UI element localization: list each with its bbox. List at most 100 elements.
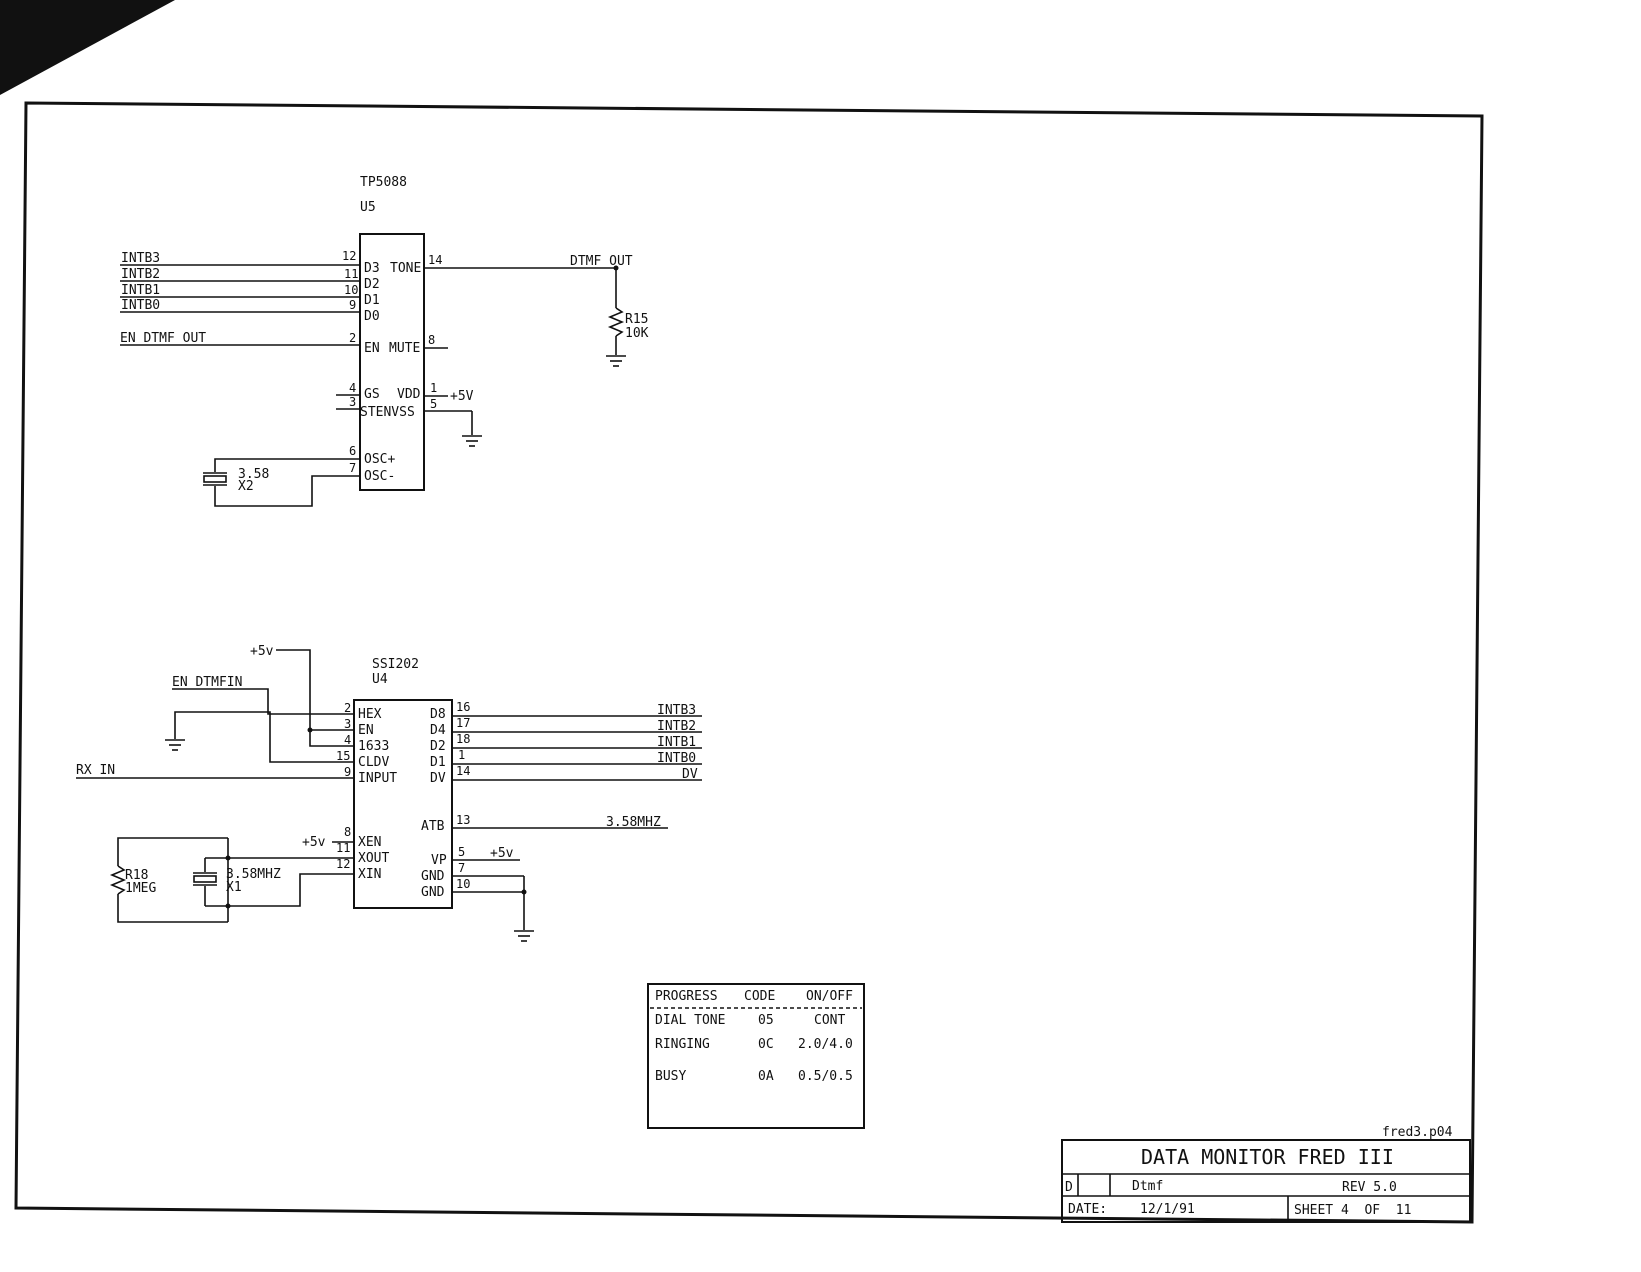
- r18-ref: R18: [125, 868, 148, 883]
- x1-value: 3.58MHZ: [226, 867, 281, 882]
- title-block-date: 12/1/91: [1140, 1202, 1195, 1217]
- u4-label-dv: DV: [430, 771, 446, 786]
- u4-label-xout: XOUT: [358, 851, 389, 866]
- progress-header-progress: PROGRESS: [655, 989, 718, 1004]
- u5-label-d2: D2: [364, 277, 380, 292]
- u4-label-cldv: CLDV: [358, 755, 389, 770]
- u5-label-vdd: VDD: [397, 387, 421, 402]
- u5-label-mute: MUTE: [389, 341, 420, 356]
- title-block-rev: REV 5.0: [1342, 1180, 1397, 1195]
- u5-pin3-num: 3: [349, 395, 356, 409]
- u4-part-label: SSI202: [372, 657, 419, 672]
- progress-row3-code: 0A: [758, 1069, 774, 1084]
- x1-ref: X1: [226, 880, 242, 895]
- u4-body: [353, 699, 453, 909]
- u4-label-d4: D4: [430, 723, 446, 738]
- ground-symbol-u5-vss: [462, 411, 482, 447]
- progress-row1-name: DIAL TONE: [655, 1013, 725, 1028]
- u5-label-oscm: OSC-: [364, 469, 395, 484]
- net-label-intb3-bottom: INTB3: [657, 703, 696, 718]
- u4-pin1-num: 1: [458, 748, 465, 762]
- u5-pin1-num: 1: [430, 381, 437, 395]
- net-label-intb2-top: INTB2: [121, 267, 160, 282]
- u5-pin6-num: 6: [349, 444, 356, 458]
- u4-pin4-num: 4: [344, 733, 351, 747]
- u4-label-atb: ATB: [421, 819, 445, 834]
- u4-pin13-num: 13: [456, 813, 470, 827]
- u5-pin9-num: 9: [349, 298, 356, 312]
- net-label-intb0-top: INTB0: [121, 298, 160, 313]
- u5-label-stenvss: STENVSS: [360, 405, 415, 420]
- title-block-sheet-name: Dtmf: [1132, 1179, 1163, 1194]
- drawing-frame: [14, 101, 1484, 1224]
- u4-label-xin: XIN: [358, 867, 381, 882]
- r15-resistor: [607, 265, 625, 355]
- x1-crystal: [193, 857, 228, 907]
- u4-pin16-num: 16: [456, 700, 470, 714]
- u4-pin5-num: 5: [458, 845, 465, 859]
- progress-row3-onoff: 0.5/0.5: [798, 1069, 853, 1084]
- ground-symbol-u4-left: [165, 739, 185, 751]
- title-block: DATA MONITOR FRED III D Dtmf REV 5.0 DAT…: [1061, 1139, 1471, 1223]
- progress-row1-onoff: CONT: [814, 1013, 845, 1028]
- u4-ssi202: SSI202 U4 2 3 4 15 9 8 11 12 HEX EN 1633…: [336, 657, 470, 909]
- progress-table-border: [647, 983, 865, 1129]
- u4-label-vp: VP: [431, 853, 447, 868]
- progress-header-onoff: ON/OFF: [806, 989, 853, 1004]
- u4-label-gnd2: GND: [421, 885, 445, 900]
- u5-pin12-num: 12: [342, 249, 356, 263]
- u5-pin2-num: 2: [349, 331, 356, 345]
- net-label-dv: DV: [682, 767, 698, 782]
- net-label-plus5v-u4-top: +5v: [250, 644, 274, 659]
- progress-header-code: CODE: [744, 989, 775, 1004]
- progress-row1-code: 05: [758, 1013, 774, 1028]
- ground-symbol-r15: [606, 355, 626, 367]
- r18-value: 1MEG: [125, 881, 156, 896]
- u4-pin3-num: 3: [344, 717, 351, 731]
- r15-value: 10K: [625, 326, 649, 341]
- u4-label-d8: D8: [430, 707, 446, 722]
- u4-pin2-num: 2: [344, 701, 351, 715]
- x2-ref: X2: [238, 479, 254, 494]
- u5-pin11-num: 11: [344, 267, 358, 281]
- u4-pin12-num: 12: [336, 857, 350, 871]
- title-block-sheet: SHEET 4 OF 11: [1294, 1203, 1411, 1218]
- u4-pin7-num: 7: [458, 861, 465, 875]
- net-label-intb0-bottom: INTB0: [657, 751, 696, 766]
- u4-label-1633: 1633: [358, 739, 389, 754]
- progress-row2-code: 0C: [758, 1037, 774, 1052]
- u5-pin8-num: 8: [428, 333, 435, 347]
- u5-label-d1: D1: [364, 293, 380, 308]
- progress-table: PROGRESS CODE ON/OFF DIAL TONE 05 CONT R…: [647, 983, 865, 1129]
- net-label-plus5v-vp: +5v: [490, 846, 514, 861]
- title-block-title: DATA MONITOR FRED III: [1141, 1145, 1394, 1169]
- ground-symbol-u4-gnd: [514, 930, 534, 942]
- u5-ref-label: U5: [360, 200, 376, 215]
- u5-label-en: EN: [364, 341, 380, 356]
- u4-left-wiring: [76, 649, 354, 907]
- u5-pin5-num: 5: [430, 397, 437, 411]
- u4-label-gnd1: GND: [421, 869, 445, 884]
- u5-label-gs: GS: [364, 387, 380, 402]
- net-label-rx-in: RX IN: [76, 763, 115, 778]
- u5-part-label: TP5088: [360, 175, 407, 190]
- u5-tp5088: TP5088 U5 12 11 10 9 2 4 3 6 7 D3 TONE D…: [120, 175, 618, 491]
- u4-label-en: EN: [358, 723, 374, 738]
- u4-label-input: INPUT: [358, 771, 397, 786]
- u5-label-d0: D0: [364, 309, 380, 324]
- u4-label-xen: XEN: [358, 835, 381, 850]
- net-label-3p58mhz: 3.58MHZ: [606, 815, 661, 830]
- u4-pin15-num: 15: [336, 749, 350, 763]
- u5-label-d3: D3: [364, 261, 380, 276]
- progress-row3-name: BUSY: [655, 1069, 686, 1084]
- net-label-plus5v-u5: +5V: [450, 389, 474, 404]
- x2-value: 3.58: [238, 467, 269, 482]
- u5-body: [359, 233, 425, 491]
- title-block-border: [1061, 1139, 1471, 1223]
- title-block-date-label: DATE:: [1068, 1202, 1107, 1217]
- net-label-en-dtmfin: EN DTMFIN: [172, 675, 242, 690]
- x2-crystal: [203, 458, 360, 507]
- net-label-intb1-bottom: INTB1: [657, 735, 696, 750]
- u4-label-hex: HEX: [358, 707, 382, 722]
- u4-pin14-num: 14: [456, 764, 470, 778]
